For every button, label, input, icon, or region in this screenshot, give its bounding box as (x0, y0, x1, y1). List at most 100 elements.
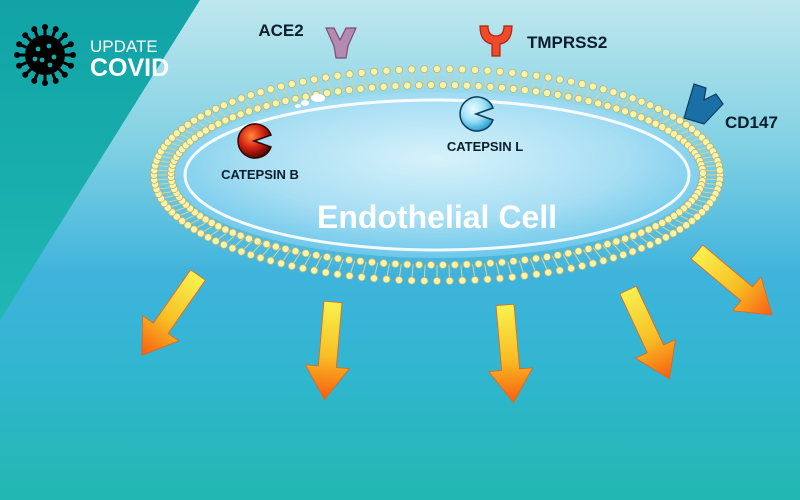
lipid-head (621, 107, 630, 116)
lipid-head (603, 101, 612, 110)
lipid-head (310, 266, 319, 275)
lipid-head (253, 104, 262, 113)
lipid-head (237, 94, 246, 103)
catepsin-l-label: CATEPSIN L (447, 139, 523, 154)
lipid-head (379, 82, 388, 91)
lipid-head (219, 101, 228, 110)
outflow-arrows (141, 244, 773, 404)
lipid-head (553, 251, 562, 260)
ace2-receptor: ACE2 (258, 21, 357, 59)
lipid-head (497, 258, 506, 267)
ace2-receptor-icon (325, 27, 357, 59)
lipid-head (664, 126, 673, 135)
lipid-head (669, 112, 678, 121)
lipid-head (382, 66, 391, 75)
lipid-head (236, 110, 245, 119)
lipid-head (271, 242, 280, 251)
outflow-arrow (141, 269, 206, 356)
cd147-receptor-icon (683, 83, 724, 125)
cell-interior (175, 92, 699, 258)
lipid-head (211, 104, 220, 113)
lipid-head (266, 256, 275, 265)
lipid-head (532, 87, 541, 96)
lipid-head (357, 273, 366, 282)
lipid-head (445, 65, 454, 74)
lipid-head (682, 120, 691, 129)
lipid-head (178, 216, 187, 225)
lipid-head (520, 271, 529, 280)
lipid-head (470, 276, 479, 285)
lipid-head (564, 249, 573, 258)
lipid-head (658, 123, 667, 132)
lipid-head (382, 275, 391, 284)
lipid-head (644, 225, 653, 234)
lipid-head (509, 84, 518, 93)
lipid-head (395, 276, 404, 285)
lipid-head (544, 268, 553, 277)
lipid-head (594, 242, 603, 251)
lipid-head (333, 71, 342, 80)
lipid-head (612, 237, 621, 246)
lipid-head (462, 260, 471, 269)
lipid-head (345, 86, 354, 95)
lipid-head (584, 97, 593, 106)
logo-covid-text: COVID (90, 54, 169, 82)
catepsin-b-icon (237, 123, 272, 159)
lipid-head (207, 218, 216, 227)
catepsin-l-icon (459, 96, 494, 132)
lipid-head (287, 80, 296, 89)
lipid-head (403, 81, 412, 90)
lipid-head (310, 75, 319, 84)
lipid-head (588, 259, 597, 268)
lipid-head (370, 67, 379, 76)
lipid-head (682, 221, 691, 230)
lipid-head (415, 260, 424, 269)
lipid-head (509, 257, 518, 266)
lipid-head (432, 65, 441, 74)
lipid-head (333, 270, 342, 279)
outflow-arrow (487, 303, 534, 404)
lipid-head (628, 247, 637, 256)
lipid-head (483, 275, 492, 284)
update-covid-logo: UPDATE COVID (14, 24, 169, 86)
lipid-head (196, 229, 205, 238)
lipid-head (322, 89, 331, 98)
lipid-head (207, 123, 216, 132)
catepsin-b: CATEPSIN B (221, 123, 299, 182)
lipid-head (427, 81, 436, 90)
lipid-head (312, 251, 321, 260)
lipid-head (432, 276, 441, 285)
lipid-head (609, 88, 618, 97)
lipid-head (599, 85, 608, 94)
lipid-head (544, 73, 553, 82)
lipid-head (201, 126, 210, 135)
lipid-head (368, 258, 377, 267)
endothelial-cell: Endothelial Cell (149, 65, 725, 285)
lipid-head (445, 276, 454, 285)
lipid-head (651, 222, 660, 231)
lipid-head (214, 222, 223, 231)
lipid-head (345, 271, 354, 280)
cell-highlights (295, 94, 325, 108)
lipid-head (564, 92, 573, 101)
lipid-head (395, 65, 404, 74)
tmprss2-receptor-icon (479, 25, 513, 57)
lipid-head (520, 70, 529, 79)
lipid-head (246, 250, 255, 259)
lipid-head (333, 87, 342, 96)
lipid-head (450, 260, 459, 269)
lipid-head (262, 101, 271, 110)
lipid-head (236, 231, 245, 240)
lipid-head (287, 261, 296, 270)
lipid-head (458, 276, 467, 285)
lipid-head (298, 264, 307, 273)
lipid-head (609, 253, 618, 262)
logo-update-text: UPDATE (90, 37, 158, 56)
lipid-head (415, 81, 424, 90)
lipid-head (644, 116, 653, 125)
lipid-head (661, 108, 670, 117)
lipid-head (277, 82, 286, 91)
lipid-head (588, 82, 597, 91)
lipid-head (619, 91, 628, 100)
lipid-head (427, 260, 436, 269)
